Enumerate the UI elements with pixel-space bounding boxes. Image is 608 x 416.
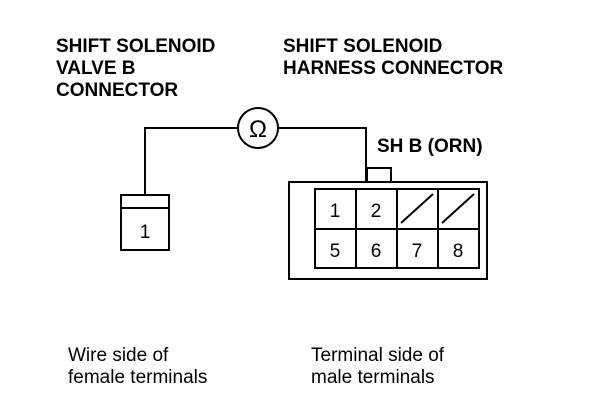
left-connector-caption: Wire side of female terminals <box>68 345 207 389</box>
right-connector-caption: Terminal side of male terminals <box>311 345 444 389</box>
right-terminal: 2 <box>371 201 382 222</box>
test-lead-right <box>279 127 367 183</box>
right-caption-line-1: Terminal side of <box>311 345 445 366</box>
right-connector-title: SHIFT SOLENOID HARNESS CONNECTOR <box>283 36 503 80</box>
right-connector: 1 2 5 6 7 8 <box>288 167 488 280</box>
left-caption-line-1: Wire side of <box>68 345 169 366</box>
left-terminal-1: 1 <box>140 222 151 243</box>
left-connector: 1 <box>120 194 170 251</box>
ohmmeter-symbol: Ω <box>237 107 279 149</box>
right-terminal: 5 <box>330 241 341 262</box>
wire-color-label: SH B (ORN) <box>377 136 483 157</box>
right-terminal: 1 <box>330 201 341 222</box>
test-lead-left <box>144 127 238 195</box>
left-title-line-1: SHIFT SOLENOID <box>56 36 216 57</box>
ohm-symbol: Ω <box>249 116 267 143</box>
right-title-line-1: SHIFT SOLENOID <box>283 36 443 57</box>
right-terminal: 8 <box>453 241 464 262</box>
left-caption-line-2: female terminals <box>68 367 208 388</box>
unused-terminal-slash <box>400 193 434 224</box>
right-terminal: 7 <box>412 241 423 262</box>
left-connector-title: SHIFT SOLENOID VALVE B CONNECTOR <box>56 36 215 102</box>
left-title-line-2: VALVE B <box>56 58 136 79</box>
right-caption-line-2: male terminals <box>311 367 435 388</box>
right-terminal: 6 <box>371 241 382 262</box>
unused-terminal-slash <box>441 193 475 224</box>
right-title-line-2: HARNESS CONNECTOR <box>283 58 504 79</box>
left-title-line-3: CONNECTOR <box>56 80 179 101</box>
